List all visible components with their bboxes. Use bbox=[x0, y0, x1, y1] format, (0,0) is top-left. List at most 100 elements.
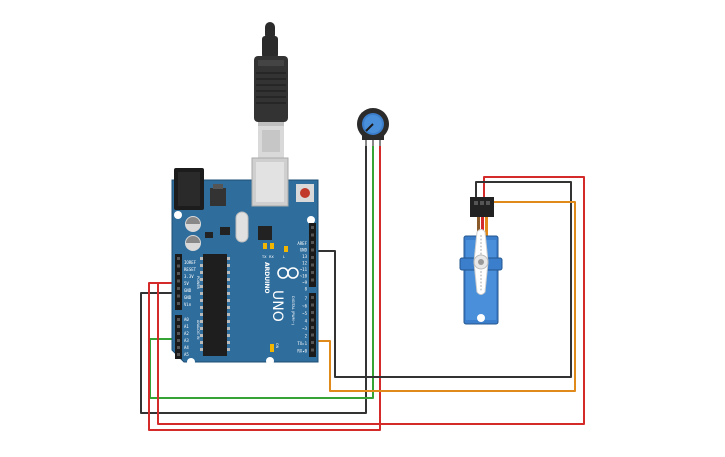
horn-hole bbox=[480, 288, 482, 291]
header-pin bbox=[177, 287, 180, 290]
arduino-uno-board[interactable]: TX RX L ARDUINO UNO ON IOREFRESET3.3V5VG… bbox=[171, 157, 319, 366]
digital-pin-label: ~6 bbox=[302, 304, 307, 309]
chip-pin bbox=[227, 341, 230, 344]
horn-hole bbox=[480, 252, 482, 255]
analog-pin-label: A4 bbox=[184, 345, 189, 350]
analog-pin-label: A1 bbox=[184, 324, 189, 329]
power-pin-label: GND bbox=[184, 295, 192, 300]
header-pin bbox=[311, 326, 314, 329]
reset-button[interactable] bbox=[296, 184, 314, 202]
horn-hole bbox=[480, 238, 482, 241]
l-label: L bbox=[283, 255, 285, 259]
header-pin bbox=[177, 302, 180, 305]
wire-servo-gnd[interactable] bbox=[314, 181, 572, 378]
header-pin bbox=[311, 241, 314, 244]
wire-5v-bus[interactable] bbox=[157, 176, 585, 425]
horn-hole bbox=[480, 242, 482, 244]
header-pin bbox=[311, 248, 314, 252]
power-pin-label: 5V bbox=[184, 281, 189, 286]
header-pin bbox=[177, 318, 180, 321]
digital-header-label: DIGITAL (PWM~) bbox=[291, 296, 295, 326]
header-pin bbox=[177, 279, 180, 283]
chip-pin bbox=[200, 257, 203, 260]
chip-pin bbox=[227, 327, 230, 330]
header-pin bbox=[177, 332, 180, 335]
potentiometer-icon[interactable] bbox=[357, 108, 389, 146]
header-pin bbox=[177, 353, 180, 356]
arduino-logo-icon bbox=[277, 267, 299, 279]
atmega-chip bbox=[200, 254, 230, 356]
chip-pin bbox=[200, 264, 203, 267]
horn-hole bbox=[480, 285, 482, 287]
header-pin bbox=[311, 333, 314, 337]
header-pin bbox=[177, 346, 180, 349]
chip-pin bbox=[200, 271, 203, 274]
digital-pin-label: 2 bbox=[305, 334, 308, 339]
digital-pin-label: 13 bbox=[302, 254, 307, 259]
digital-pin-label: 7 bbox=[305, 296, 308, 301]
chip-pin bbox=[200, 334, 203, 337]
header-pin bbox=[311, 318, 314, 322]
power-header-label: POWER bbox=[196, 276, 200, 290]
servo-motor-icon[interactable] bbox=[459, 197, 503, 325]
usb-plug-icon[interactable] bbox=[254, 22, 288, 158]
digital-pin-label: ~10 bbox=[300, 274, 308, 279]
analog-pin-label: A5 bbox=[184, 352, 189, 357]
digital-pin-label: 12 bbox=[302, 261, 307, 266]
chip-pin bbox=[200, 292, 203, 295]
wire-pot-gnd[interactable] bbox=[140, 140, 367, 414]
header-pin bbox=[311, 226, 314, 229]
header-pin bbox=[177, 294, 180, 298]
chip-pin bbox=[227, 306, 230, 309]
chip-pin bbox=[200, 341, 203, 344]
chip-pin bbox=[200, 285, 203, 288]
header-pin bbox=[177, 264, 180, 268]
chip-pin bbox=[227, 320, 230, 323]
power-pin-label: GND bbox=[184, 288, 192, 293]
tx-label: TX bbox=[261, 255, 267, 259]
digital-pin-label: ~3 bbox=[302, 326, 307, 331]
power-pin-label: 3.3V bbox=[184, 274, 194, 279]
board-model: UNO bbox=[269, 290, 285, 322]
chip-pin bbox=[200, 278, 203, 281]
header-pin bbox=[311, 341, 314, 344]
header-pin bbox=[311, 311, 314, 314]
power-pin-label: RESET bbox=[184, 267, 197, 272]
analog-pin-label: A3 bbox=[184, 338, 189, 343]
header-pin bbox=[311, 348, 314, 352]
analog-pin-label: A2 bbox=[184, 331, 189, 336]
chip-pin bbox=[227, 334, 230, 337]
header-pin bbox=[177, 272, 180, 275]
digital-pin-label: ~9 bbox=[302, 280, 307, 285]
horn-hole bbox=[480, 235, 482, 237]
digital-pin-label: 8 bbox=[305, 287, 308, 292]
chip-pin bbox=[227, 264, 230, 267]
header-pin bbox=[311, 256, 314, 259]
header-pin bbox=[311, 278, 314, 282]
chip-pin bbox=[227, 313, 230, 316]
header-pin bbox=[177, 339, 180, 342]
chip-pin bbox=[200, 327, 203, 330]
header-pin bbox=[311, 296, 314, 299]
header-pin bbox=[177, 325, 180, 328]
on-label: ON bbox=[275, 343, 279, 349]
digital-header-top[interactable] bbox=[309, 223, 316, 287]
analog-header[interactable] bbox=[175, 315, 182, 359]
header-pin bbox=[311, 233, 314, 237]
wire-servo-signal[interactable] bbox=[314, 201, 576, 392]
digital-pin-label: GND bbox=[300, 248, 308, 253]
digital-pin-label: RX◂0 bbox=[297, 349, 307, 354]
digital-pin-label: ~5 bbox=[302, 311, 307, 316]
header-pin bbox=[177, 257, 180, 260]
chip-pin bbox=[227, 299, 230, 302]
chip-pin bbox=[227, 348, 230, 351]
power-pin-label: IOREF bbox=[184, 260, 197, 265]
chip-pin bbox=[200, 306, 203, 309]
chip-pin bbox=[227, 271, 230, 274]
chip-pin bbox=[200, 299, 203, 302]
header-pin bbox=[311, 263, 314, 267]
digital-header-bottom[interactable] bbox=[309, 293, 316, 357]
